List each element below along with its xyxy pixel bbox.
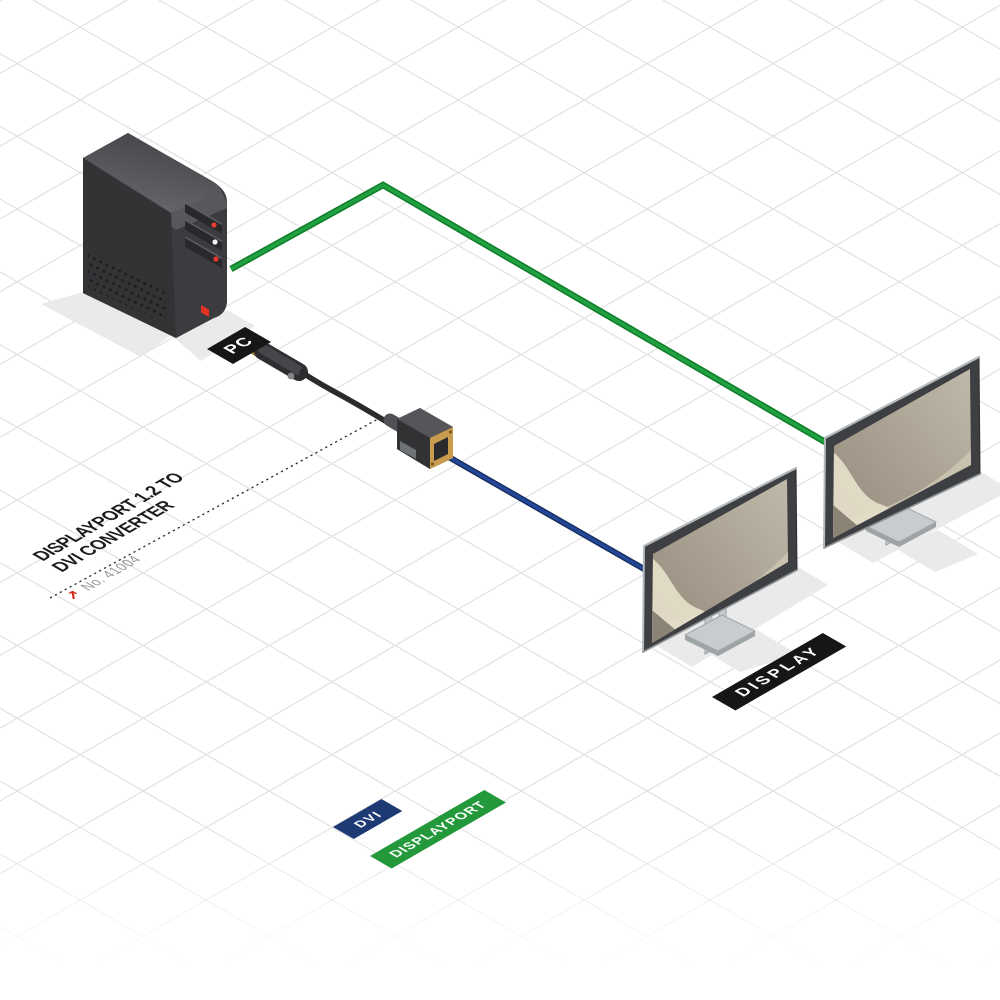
display-right (823, 356, 981, 549)
displayport-line (229, 181, 834, 449)
display-left (642, 467, 798, 656)
converter-adapter (249, 341, 453, 469)
leader-dotted-line (49, 418, 379, 599)
dvi-line (445, 453, 653, 576)
power-button (201, 305, 209, 317)
pc-tower (83, 133, 227, 338)
vent-grille (88, 252, 166, 324)
drive-bays (184, 202, 223, 268)
